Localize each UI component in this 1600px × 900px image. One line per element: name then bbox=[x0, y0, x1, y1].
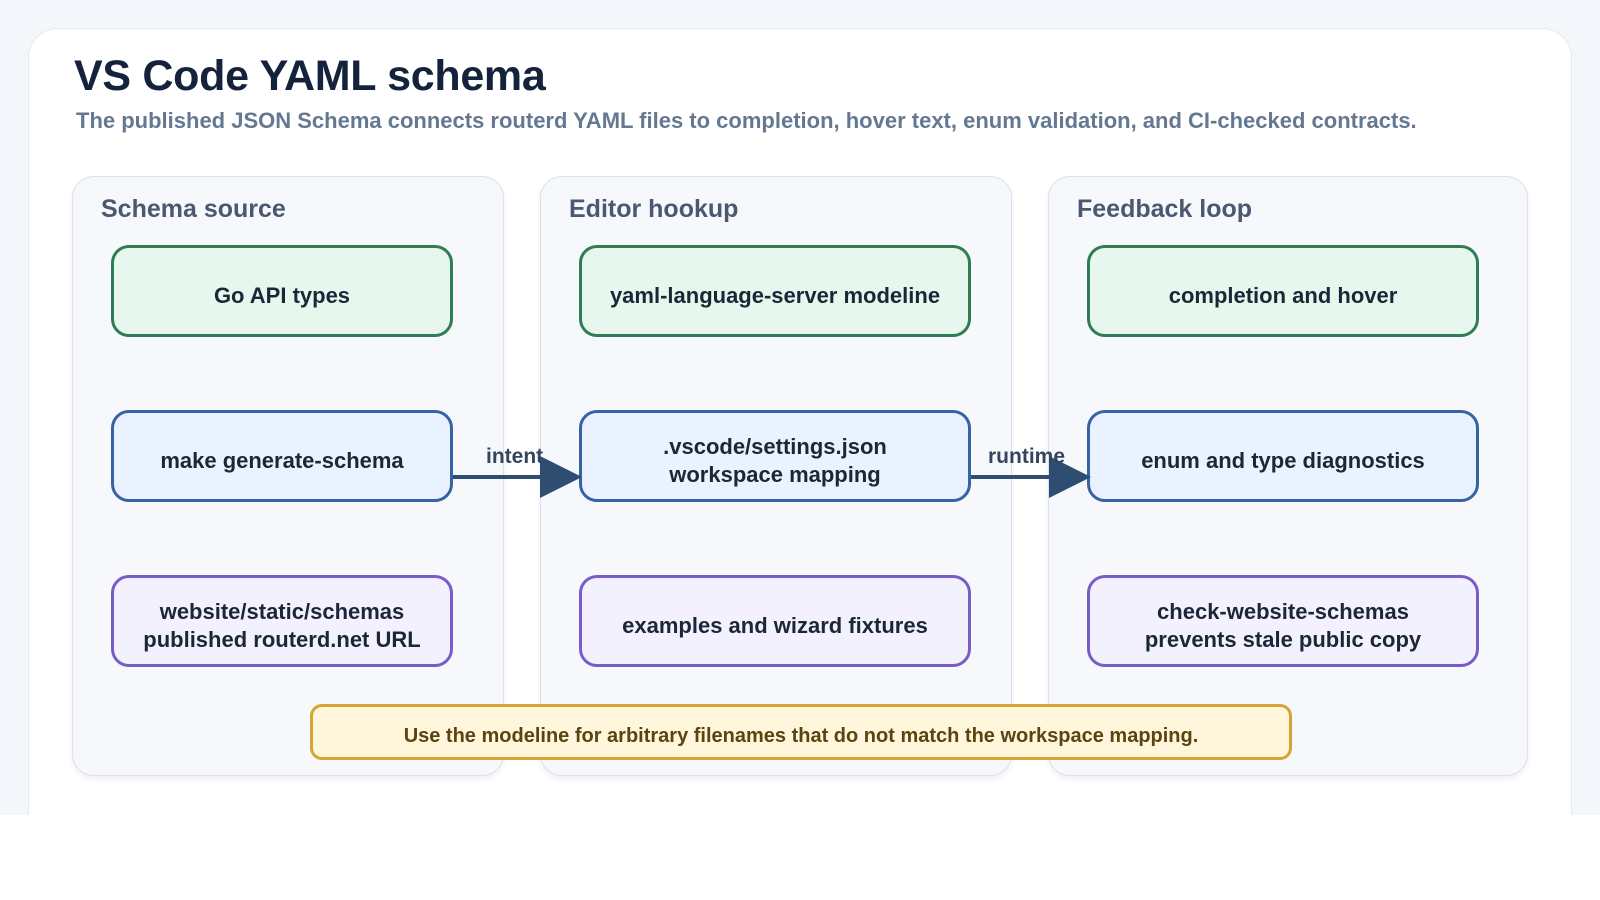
node-label: completion and hover bbox=[1168, 283, 1398, 308]
lane-title: Editor hookup bbox=[569, 195, 739, 223]
page-subtitle: The published JSON Schema connects route… bbox=[76, 108, 1417, 133]
lane-title: Schema source bbox=[101, 195, 286, 223]
node-yaml-language-server-modeline: yaml-language-server modeline bbox=[579, 245, 971, 337]
node-label: yaml-language-server modeline bbox=[609, 283, 941, 308]
node-label: website/static/schemas bbox=[159, 599, 405, 624]
edge-label-runtime: runtime bbox=[988, 445, 1066, 468]
edge-runtime-arrow bbox=[971, 456, 1091, 498]
diagram-canvas: VS Code YAML schema The published JSON S… bbox=[0, 0, 1600, 815]
node-vscode-settings-json: .vscode/settings.json workspace mapping bbox=[579, 410, 971, 502]
node-label: .vscode/settings.json bbox=[663, 434, 887, 459]
node-label: enum and type diagnostics bbox=[1141, 448, 1425, 473]
node-label: published routerd.net URL bbox=[143, 627, 421, 652]
node-label: check-website-schemas bbox=[1157, 599, 1409, 624]
page-title: VS Code YAML schema bbox=[74, 52, 546, 100]
node-label: workspace mapping bbox=[669, 462, 881, 487]
node-completion-and-hover: completion and hover bbox=[1087, 245, 1479, 337]
edge-label-intent: intent bbox=[486, 445, 544, 468]
lane-title: Feedback loop bbox=[1077, 195, 1253, 223]
node-label: examples and wizard fixtures bbox=[622, 613, 928, 638]
node-label: Go API types bbox=[213, 283, 351, 308]
node-label: prevents stale public copy bbox=[1144, 627, 1422, 652]
modeline-note: Use the modeline for arbitrary filenames… bbox=[310, 704, 1292, 760]
node-website-static-schemas: website/static/schemas published routerd… bbox=[111, 575, 453, 667]
node-make-generate-schema: make generate-schema bbox=[111, 410, 453, 502]
node-go-api-types: Go API types bbox=[111, 245, 453, 337]
edge-arrows bbox=[453, 456, 1091, 498]
node-examples-wizard-fixtures: examples and wizard fixtures bbox=[579, 575, 971, 667]
node-label: make generate-schema bbox=[160, 448, 404, 473]
edge-intent-arrow bbox=[453, 456, 582, 498]
node-enum-type-diagnostics: enum and type diagnostics bbox=[1087, 410, 1479, 502]
node-check-website-schemas: check-website-schemas prevents stale pub… bbox=[1087, 575, 1479, 667]
